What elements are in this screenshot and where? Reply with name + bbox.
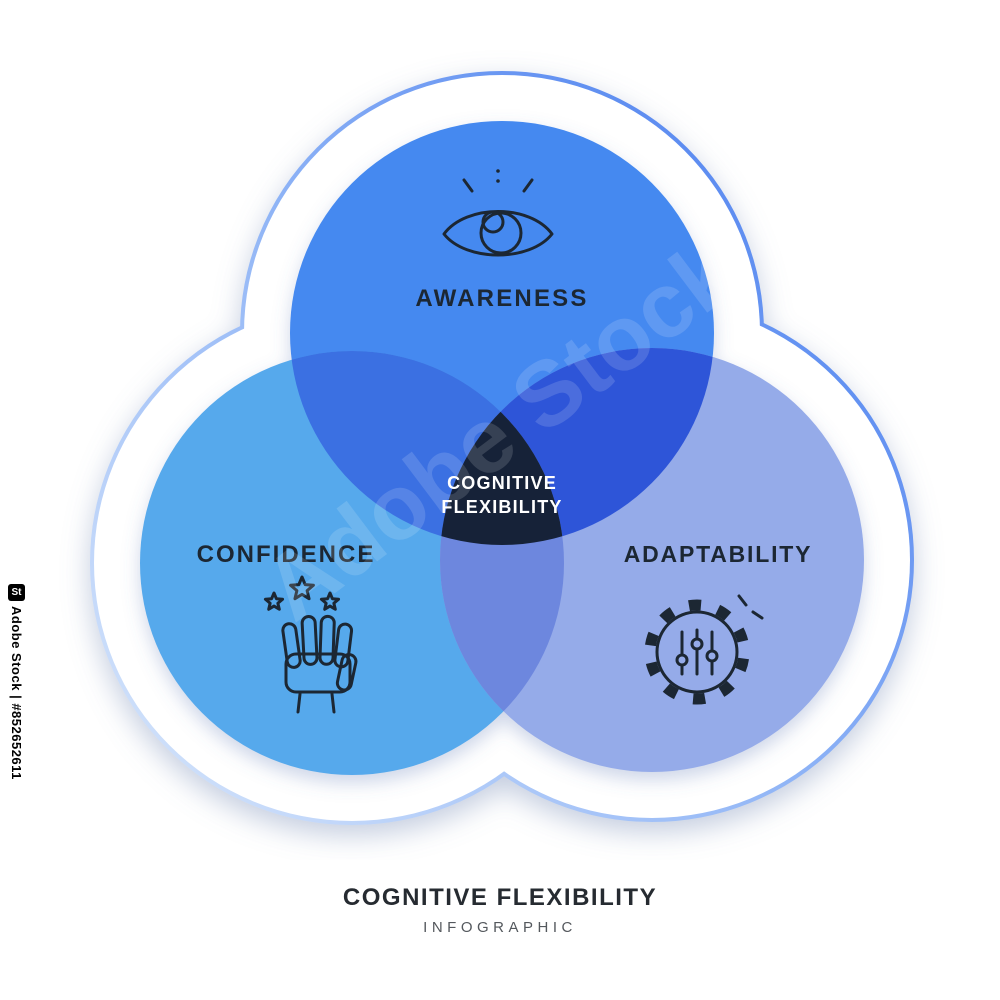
- overlap-awareness-adaptability: [440, 348, 714, 545]
- stock-watermark: St Adobe Stock | #852652611: [8, 584, 25, 780]
- page-subtitle: INFOGRAPHIC: [423, 919, 577, 936]
- overlap-awareness-confidence: [290, 351, 564, 545]
- star-icon: [265, 593, 282, 609]
- stock-watermark-text: Adobe Stock | #852652611: [9, 606, 24, 780]
- center-label-line1: COGNITIVE: [447, 473, 557, 493]
- footer: COGNITIVE FLEXIBILITY INFOGRAPHIC: [0, 884, 1000, 936]
- confidence-label: CONFIDENCE: [197, 541, 376, 568]
- gear-sliders-icon: [644, 594, 764, 705]
- venn-diagram: AWARENESS CONFIDENCE ADAPTABILITY COGNIT…: [90, 71, 914, 825]
- star-icon: [291, 577, 314, 599]
- adaptability-label: ADAPTABILITY: [624, 541, 813, 567]
- venn-circles: [140, 121, 864, 775]
- stock-logo-icon: St: [8, 584, 25, 601]
- page-title: COGNITIVE FLEXIBILITY: [342, 884, 658, 911]
- star-icon: [321, 593, 338, 609]
- awareness-label: AWARENESS: [415, 285, 588, 312]
- fist-stars-icon: [265, 577, 358, 714]
- center-label-line2: FLEXIBILITY: [441, 497, 562, 517]
- eye-icon: [442, 169, 554, 257]
